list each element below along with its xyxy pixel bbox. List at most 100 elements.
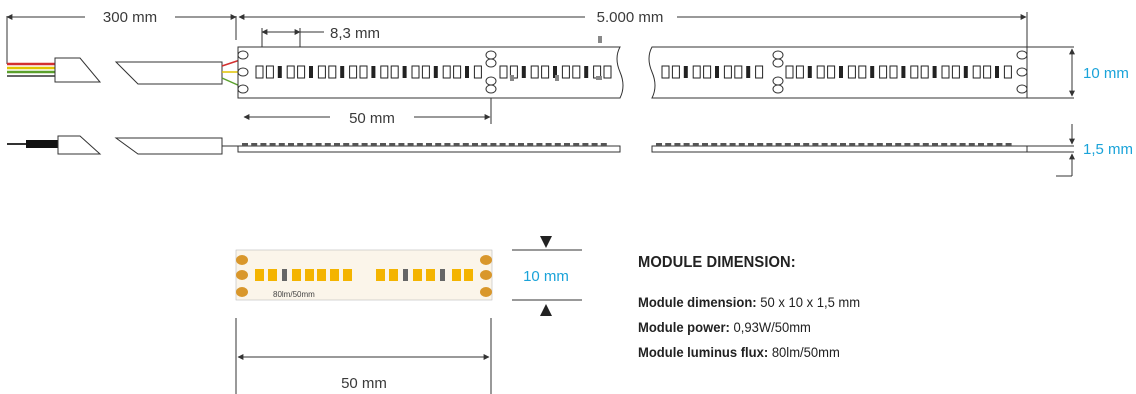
strip-width-label: 10 mm <box>1083 65 1129 82</box>
led-bump <box>251 143 258 146</box>
led-bump <box>1005 143 1012 146</box>
led-bump <box>352 143 359 146</box>
led-chip <box>746 66 751 78</box>
led-chip <box>530 65 539 79</box>
spec-value: 50 x 10 x 1,5 mm <box>760 294 861 310</box>
led-bump <box>913 143 920 146</box>
led-bump <box>711 143 718 146</box>
led-bump <box>343 143 350 146</box>
led-bump <box>886 143 892 146</box>
led-bump <box>324 143 331 146</box>
led-chip <box>703 65 712 79</box>
led-chip <box>452 269 461 281</box>
led-bump <box>269 143 276 146</box>
led-chip <box>572 65 581 79</box>
led-chip <box>349 65 358 79</box>
led-bump <box>334 143 340 146</box>
cable-top-view <box>7 57 241 87</box>
led-chip <box>734 65 743 79</box>
led-bump <box>895 143 902 146</box>
led-chip <box>359 65 368 79</box>
strip-width-dimension: 10 mm <box>1027 46 1129 99</box>
led-chip <box>268 269 277 281</box>
led-bump <box>738 143 745 146</box>
led-chip <box>330 269 339 281</box>
led-bump <box>380 143 386 146</box>
led-bump <box>702 143 708 146</box>
led-chip <box>920 65 929 79</box>
led-chip <box>715 66 719 78</box>
led-bump <box>600 143 607 146</box>
led-bump <box>757 143 764 146</box>
led-chip <box>941 65 950 79</box>
led-bump <box>867 143 874 146</box>
led-chip <box>389 269 398 281</box>
cable-length-dimension: 300 mm <box>6 9 237 64</box>
led-bump <box>794 143 800 146</box>
led-chip <box>932 66 937 78</box>
led-chip <box>297 65 306 79</box>
led-bump <box>821 143 828 146</box>
spec-row-flux: Module luminus flux: 80lm/50mm <box>638 344 860 360</box>
led-chip <box>561 65 570 79</box>
led-chip <box>413 269 422 281</box>
led-chip <box>671 65 680 79</box>
led-chip <box>499 65 508 79</box>
led-chip <box>426 269 435 281</box>
led-bump <box>665 143 672 146</box>
led-chip <box>723 65 732 79</box>
led-bump <box>582 143 589 146</box>
led-bump <box>904 143 911 146</box>
strip-thickness-label: 1,5 mm <box>1083 141 1133 158</box>
led-chip <box>910 65 919 79</box>
led-chip <box>317 65 326 79</box>
led-resistor <box>510 75 514 81</box>
led-chip <box>277 66 282 78</box>
led-bump <box>453 143 460 146</box>
strip-thickness-dimension: 1,5 mm <box>1027 124 1133 177</box>
led-chip <box>553 66 557 78</box>
led-chip <box>816 65 825 79</box>
led-bump <box>527 143 534 146</box>
led-bump <box>978 143 984 146</box>
led-chip <box>464 269 473 281</box>
led-chip <box>692 65 701 79</box>
led-bump <box>573 143 580 146</box>
led-bump <box>950 143 957 146</box>
led-chip <box>858 65 867 79</box>
led-bump <box>784 143 791 146</box>
led-bump <box>288 143 294 146</box>
led-bump <box>481 143 488 146</box>
led-bump <box>932 143 938 146</box>
led-bump <box>306 143 313 146</box>
led-bump <box>297 143 304 146</box>
led-bump <box>996 143 1003 146</box>
led-chip <box>265 65 274 79</box>
led-bump <box>858 143 865 146</box>
led-bump <box>674 143 681 146</box>
led-chip <box>755 65 764 79</box>
led-bump <box>518 143 524 146</box>
strip-length-label: 5.000 mm <box>597 9 664 26</box>
led-chip <box>870 66 875 78</box>
led-bump <box>407 143 414 146</box>
led-resistor <box>282 269 287 281</box>
led-bump <box>499 143 506 146</box>
led-chip <box>340 66 345 78</box>
led-bump <box>729 143 736 146</box>
led-bump <box>692 143 699 146</box>
led-chip <box>433 66 438 78</box>
led-chip <box>328 65 337 79</box>
led-row-top-view <box>255 65 1012 81</box>
spec-label: Module power: <box>638 319 730 335</box>
led-row-module <box>255 269 473 281</box>
led-bump <box>361 143 368 146</box>
module-flux-label: 80lm/50mm <box>273 290 315 299</box>
led-resistor <box>596 76 602 80</box>
spec-row-dimension: Module dimension: 50 x 10 x 1,5 mm <box>638 294 860 310</box>
cable-length-label: 300 mm <box>103 9 157 26</box>
spec-value: 80lm/50mm <box>771 344 840 360</box>
led-bump <box>472 143 478 146</box>
led-chip <box>603 65 612 79</box>
